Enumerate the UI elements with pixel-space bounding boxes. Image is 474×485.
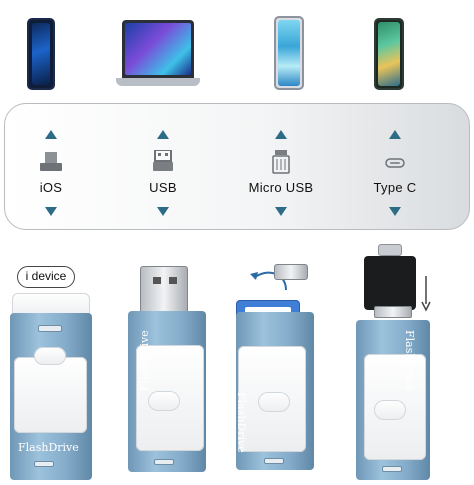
connector-ios: iOS [1, 104, 101, 231]
connector-label: iOS [39, 180, 63, 195]
usb-a-port-icon [153, 150, 173, 171]
arrow-up-icon [275, 130, 287, 139]
connector-usb: USB [113, 104, 213, 231]
connector-label: USB [149, 180, 177, 195]
usb-c-port-icon [385, 158, 405, 168]
connector-type-c: Type C [345, 104, 445, 231]
connector-panel: iOS USB Micro USB Type C [4, 103, 470, 230]
connector-label: Type C [373, 180, 417, 195]
brand-label: FlashDrive [138, 330, 151, 391]
arrow-down-icon [45, 207, 57, 216]
type-c-phone-icon [374, 18, 404, 90]
lightning-port-icon [40, 152, 62, 171]
arrow-down-icon [389, 207, 401, 216]
i-device-callout: i device [17, 266, 75, 288]
brand-label: FlashDrive [18, 441, 79, 454]
micro-usb-port-icon [272, 150, 290, 174]
arrow-up-icon [45, 130, 57, 139]
iphone-icon [27, 18, 55, 90]
arrow-up-icon [157, 130, 169, 139]
brand-label: FlashDrive [235, 392, 248, 453]
arrow-down-icon [157, 207, 169, 216]
arrow-down-icon [275, 207, 287, 216]
connector-label: Micro USB [248, 180, 314, 195]
connector-micro-usb: Micro USB [231, 104, 331, 231]
arrow-up-icon [389, 130, 401, 139]
arrow-down-icon [421, 276, 431, 312]
laptop-icon [116, 20, 200, 92]
type-c-adapter [364, 256, 416, 310]
brand-label: FlashDrive [403, 330, 416, 391]
android-phone-icon [274, 16, 304, 90]
